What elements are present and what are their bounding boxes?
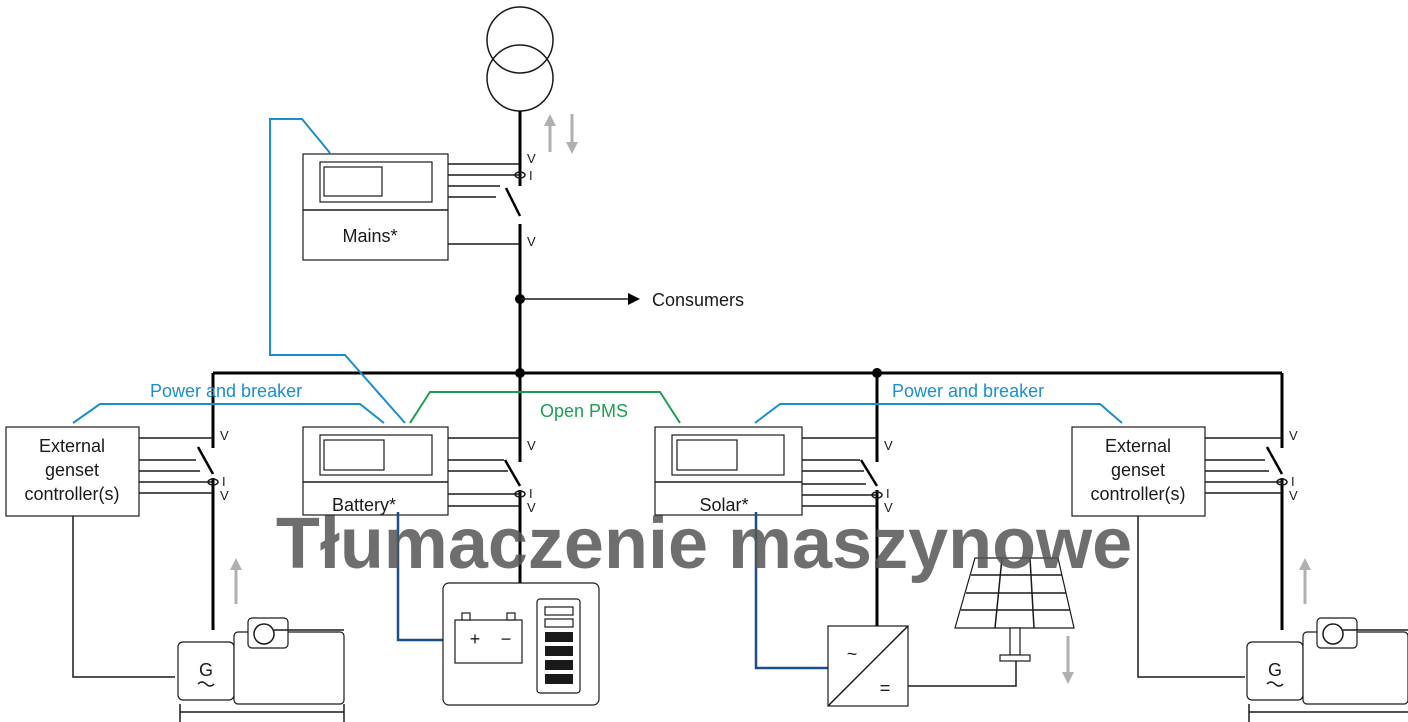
mains-voltage-label: V [527,151,536,166]
svg-text:genset: genset [45,460,99,480]
svg-text:V: V [1289,488,1298,503]
open-pms-link [409,391,681,424]
battery-icon: + − [442,582,600,706]
consumers-arrow-icon [628,293,640,305]
svg-text:V: V [527,500,536,515]
svg-text:V: V [1289,428,1298,443]
solar-breaker-icon [859,459,885,490]
svg-text:+: + [470,629,481,649]
genset-left-power-flow-icon [230,558,242,604]
generator-right-icon: G [1246,617,1408,722]
solar-panel-icon [954,557,1075,662]
solar-control-link [754,512,828,670]
genset-right-power-flow-icon [1299,558,1311,604]
battery-controller: Battery* [302,426,449,516]
solar-power-flow-icon [1062,636,1074,684]
svg-text:−: − [501,629,512,649]
mains-current-label: I [529,168,533,183]
consumers-label: Consumers [652,290,744,310]
power-breaker-label-left: Power and breaker [150,381,302,401]
external-genset-controller-left: External genset controller(s) [5,426,140,517]
mains-busbar-voltage-label: V [527,234,536,249]
svg-text:V: V [220,428,229,443]
svg-text:V: V [884,438,893,453]
mains-controller-label: Mains* [342,226,397,246]
svg-text:controller(s): controller(s) [24,484,119,504]
power-breaker-link-right [754,403,1123,424]
svg-text:I: I [886,486,890,501]
svg-text:V: V [220,488,229,503]
transformer-icon [486,6,554,112]
inverter-icon: ~ = [827,625,909,707]
genset-right-breaker-icon [1265,446,1290,478]
open-pms-label: Open PMS [540,401,628,421]
machine-translation-watermark: Tłumaczenie maszynowe [276,504,1132,584]
battery-control-link [396,512,443,642]
battery-controller-label: Battery* [332,495,396,515]
svg-text:G: G [1268,660,1282,680]
svg-text:External: External [39,436,105,456]
svg-text:I: I [222,474,226,489]
mains-power-flow-arrows-icon [544,114,578,154]
external-genset-controller-right: External genset controller(s) [1071,426,1206,517]
svg-text:G: G [199,660,213,680]
svg-text:V: V [884,500,893,515]
genset-left-breaker-icon [196,446,221,478]
mains-breaker-icon [504,186,528,224]
power-breaker-label-right: Power and breaker [892,381,1044,401]
mains-to-battery-link [269,118,406,424]
svg-text:=: = [880,678,891,698]
svg-text:External: External [1105,436,1171,456]
solar-controller-label: Solar* [699,495,748,515]
battery-breaker-icon [503,459,528,490]
generator-left-icon: G [177,617,345,722]
power-breaker-link-left [72,403,385,424]
svg-text:~: ~ [847,644,858,664]
svg-text:controller(s): controller(s) [1090,484,1185,504]
mains-controller: Mains* [302,153,449,261]
svg-text:V: V [527,438,536,453]
svg-text:I: I [1291,474,1295,489]
svg-text:genset: genset [1111,460,1165,480]
svg-text:I: I [529,486,533,501]
solar-controller: Solar* [654,426,803,516]
